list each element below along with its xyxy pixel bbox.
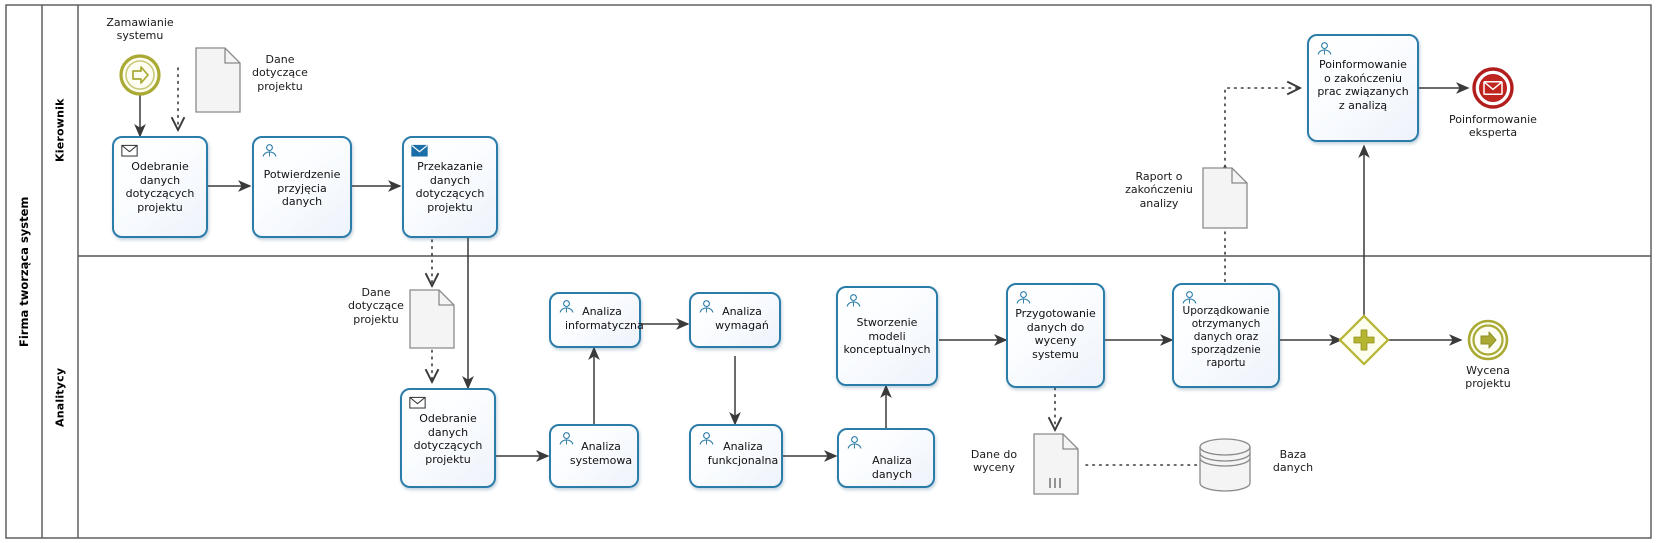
data-store-d5 <box>1199 438 1251 492</box>
envelope-outline-icon <box>409 396 426 409</box>
task-label: Analiza funkcjonalna <box>707 440 779 467</box>
document-d3 <box>1202 167 1248 229</box>
task-label: Analiza informatyczna <box>565 305 644 332</box>
document-d2 <box>409 289 455 349</box>
envelope-filled-icon <box>411 144 428 157</box>
task-odebranie-danych-kierownik[interactable]: Odebranie danych dotyczących projektu <box>112 136 208 238</box>
document-collection-d4 <box>1033 433 1079 495</box>
user-icon <box>262 144 277 157</box>
task-label: Analiza systemowa <box>569 440 633 467</box>
task-analiza-funkcjonalna[interactable]: Analiza funkcjonalna <box>689 424 783 488</box>
task-analiza-systemowa[interactable]: Analiza systemowa <box>549 424 639 488</box>
user-icon <box>847 436 862 449</box>
task-stworzenie-modeli[interactable]: Stworzenie modeli konceptualnych <box>836 286 938 386</box>
user-icon <box>699 300 714 313</box>
document-d2-label: Dane dotyczące projektu <box>348 286 404 326</box>
task-analiza-danych[interactable]: Analiza danych <box>837 428 935 488</box>
task-label: Analiza wymagań <box>715 305 769 332</box>
task-label: Odebranie danych dotyczących projektu <box>413 412 483 466</box>
task-uporzadkowanie-danych[interactable]: Uporządkowanie otrzymanych danych oraz s… <box>1172 283 1280 388</box>
task-label: Potwierdzenie przyjęcia danych <box>263 168 341 209</box>
task-label: Analiza danych <box>871 454 913 481</box>
start-event-label: Zamawianie systemu <box>106 16 174 43</box>
intermediate-throw-event-label: Wycena projektu <box>1465 364 1511 391</box>
document-d3-label: Raport o zakończeniu analizy <box>1125 170 1193 210</box>
data-store-d5-label: Baza danych <box>1272 448 1314 475</box>
task-label: Odebranie danych dotyczących projektu <box>125 160 195 214</box>
task-analiza-wymagan[interactable]: Analiza wymagań <box>689 292 781 348</box>
task-przekazanie-danych[interactable]: Przekazanie danych dotyczących projektu <box>402 136 498 238</box>
task-label: Poinformowanie o zakończeniu prac związa… <box>1317 58 1409 112</box>
task-odebranie-danych-analitycy[interactable]: Odebranie danych dotyczących projektu <box>400 388 496 488</box>
user-icon <box>846 294 861 307</box>
task-label: Przygotowanie danych do wyceny systemu <box>1015 307 1096 361</box>
user-icon <box>699 432 714 445</box>
envelope-outline-icon <box>121 144 138 157</box>
document-d1-label: Dane dotyczące projektu <box>252 53 308 93</box>
document-d4-label: Dane do wyceny <box>970 448 1018 475</box>
document-d1 <box>195 47 241 113</box>
user-icon <box>1016 291 1031 304</box>
user-icon <box>1317 42 1332 55</box>
task-poinformowanie-o-zakonczeniu[interactable]: Poinformowanie o zakończeniu prac związa… <box>1307 34 1419 142</box>
end-event-message-label: Poinformowanie eksperta <box>1449 113 1537 140</box>
user-icon <box>1182 291 1197 304</box>
assoc-d3-t4 <box>1224 88 1300 161</box>
task-analiza-informatyczna[interactable]: Analiza informatyczna <box>549 292 644 348</box>
task-label: Uporządkowanie otrzymanych danych oraz s… <box>1182 305 1270 370</box>
user-icon <box>559 432 574 445</box>
task-label: Przekazanie danych dotyczących projektu <box>415 160 485 214</box>
task-potwierdzenie-przyjecia[interactable]: Potwierdzenie przyjęcia danych <box>252 136 352 238</box>
task-label: Stworzenie modeli konceptualnych <box>843 316 931 357</box>
task-przygotowanie-danych-do-wyceny[interactable]: Przygotowanie danych do wyceny systemu <box>1006 283 1105 388</box>
user-icon <box>559 300 574 313</box>
